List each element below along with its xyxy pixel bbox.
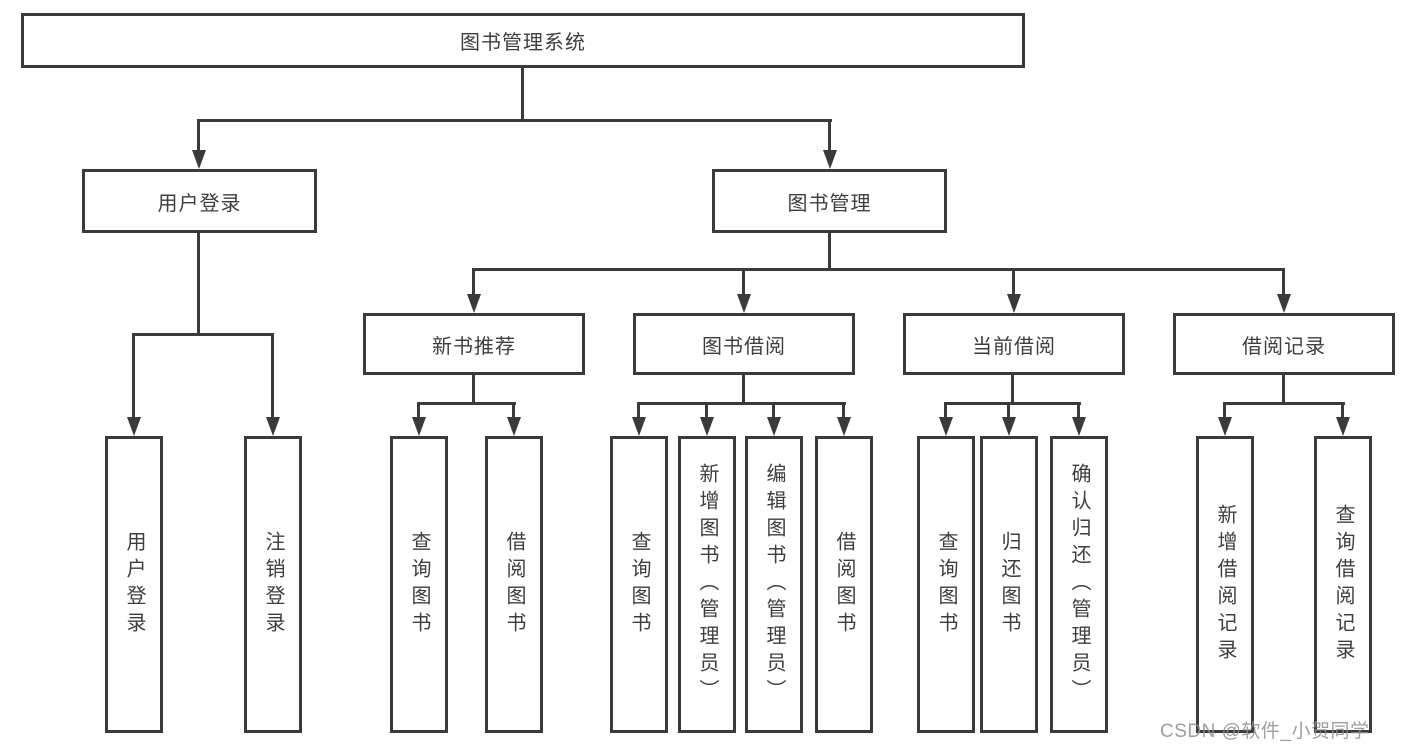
node-root-system: 图书管理系统 <box>21 13 1025 68</box>
connector-stem-nbr-1 <box>417 402 420 419</box>
leaf-cb-return-book-label: 归还图书 <box>998 530 1020 639</box>
leaf-bb-edit-book-admin-label: 编辑图书（管理员） <box>763 463 785 706</box>
leaf-nbr-query-book: 查询图书 <box>390 436 448 733</box>
node-new-book-recommend: 新书推荐 <box>363 313 585 375</box>
connector-root-drop <box>521 68 524 120</box>
connector-stem-user-login <box>197 119 200 154</box>
leaf-bb-query-book-label: 查询图书 <box>628 530 650 639</box>
node-book-borrow: 图书借阅 <box>633 313 855 375</box>
leaf-bb-borrow-book: 借阅图书 <box>815 436 873 733</box>
arrow-down-cb-2 <box>1002 417 1016 436</box>
leaf-cb-confirm-return-admin-label: 确认归还（管理员） <box>1068 463 1090 706</box>
connector-stem-borrow-record <box>1282 268 1285 296</box>
node-book-management-label: 图书管理 <box>787 192 872 215</box>
arrow-down-nbr-1 <box>412 417 426 436</box>
connector-book-management-drop <box>828 233 831 271</box>
connector-cb-drop <box>1011 375 1014 404</box>
arrow-down-leaf-login <box>127 417 141 436</box>
connector-user-login-bar <box>132 333 274 336</box>
arrow-down-borrow-record <box>1277 294 1291 313</box>
connector-stem-cb-3 <box>1077 402 1080 419</box>
node-book-borrow-label: 图书借阅 <box>702 335 786 358</box>
arrow-down-br-1 <box>1218 417 1232 436</box>
leaf-cb-query-book-label: 查询图书 <box>935 530 957 639</box>
node-user-login: 用户登录 <box>82 169 317 233</box>
leaf-nbr-borrow-book-label: 借阅图书 <box>503 530 525 639</box>
connector-stem-bb-4 <box>842 402 845 419</box>
connector-stem-nbr-2 <box>512 402 515 419</box>
connector-stem-br-1 <box>1223 402 1226 419</box>
leaf-br-add-record-label: 新增借阅记录 <box>1214 503 1236 666</box>
connector-stem-book-borrow <box>742 268 745 296</box>
connector-stem-leaf-login <box>132 333 135 419</box>
connector-stem-new-book <box>472 268 475 296</box>
arrow-down-cb-1 <box>939 417 953 436</box>
connector-stem-bb-1 <box>637 402 640 419</box>
leaf-br-query-record: 查询借阅记录 <box>1314 436 1372 733</box>
connector-stem-book-management <box>828 119 831 154</box>
arrow-down-user-login <box>192 150 206 169</box>
connector-bb-bar <box>637 402 846 405</box>
node-book-management: 图书管理 <box>712 169 947 233</box>
leaf-bb-add-book-admin: 新增图书（管理员） <box>678 436 736 733</box>
connector-stem-br-2 <box>1341 402 1344 419</box>
node-borrow-record-label: 借阅记录 <box>1242 335 1326 358</box>
arrow-down-bb-2 <box>700 417 714 436</box>
connector-stem-bb-3 <box>772 402 775 419</box>
leaf-cb-return-book: 归还图书 <box>980 436 1038 733</box>
leaf-user-login: 用户登录 <box>105 436 163 733</box>
arrow-down-bb-3 <box>767 417 781 436</box>
connector-stem-current-borrow <box>1012 268 1015 296</box>
connector-br-bar <box>1223 402 1345 405</box>
connector-nbr-drop <box>472 375 475 404</box>
leaf-br-add-record: 新增借阅记录 <box>1196 436 1254 733</box>
node-user-login-label: 用户登录 <box>157 192 242 215</box>
connector-bb-drop <box>742 375 745 404</box>
connector-stem-cb-2 <box>1007 402 1010 419</box>
connector-root-bar <box>197 119 832 122</box>
leaf-nbr-borrow-book: 借阅图书 <box>485 436 543 733</box>
leaf-logout-label: 注销登录 <box>262 530 284 639</box>
leaf-nbr-query-book-label: 查询图书 <box>408 530 430 639</box>
connector-cb-bar <box>944 402 1081 405</box>
arrow-down-bb-4 <box>837 417 851 436</box>
connector-user-login-drop <box>197 233 200 335</box>
connector-stem-bb-2 <box>705 402 708 419</box>
leaf-bb-query-book: 查询图书 <box>610 436 668 733</box>
arrow-down-nbr-2 <box>507 417 521 436</box>
connector-level3-bar <box>472 268 1285 271</box>
node-new-book-recommend-label: 新书推荐 <box>432 335 516 358</box>
leaf-cb-confirm-return-admin: 确认归还（管理员） <box>1050 436 1108 733</box>
leaf-bb-add-book-admin-label: 新增图书（管理员） <box>696 463 718 706</box>
arrow-down-br-2 <box>1336 417 1350 436</box>
arrow-down-current-borrow <box>1007 294 1021 313</box>
leaf-bb-edit-book-admin: 编辑图书（管理员） <box>745 436 803 733</box>
connector-stem-cb-1 <box>944 402 947 419</box>
arrow-down-cb-3 <box>1072 417 1086 436</box>
arrow-down-book-borrow <box>737 294 751 313</box>
connector-nbr-bar <box>417 402 516 405</box>
node-borrow-record: 借阅记录 <box>1173 313 1395 375</box>
node-root-label: 图书管理系统 <box>460 32 586 54</box>
node-current-borrow: 当前借阅 <box>903 313 1125 375</box>
node-current-borrow-label: 当前借阅 <box>972 335 1056 358</box>
leaf-br-query-record-label: 查询借阅记录 <box>1332 503 1354 666</box>
leaf-bb-borrow-book-label: 借阅图书 <box>833 530 855 639</box>
arrow-down-leaf-logout <box>266 417 280 436</box>
leaf-logout: 注销登录 <box>244 436 302 733</box>
leaf-user-login-label: 用户登录 <box>123 530 145 639</box>
arrow-down-bb-1 <box>632 417 646 436</box>
arrow-down-new-book <box>467 294 481 313</box>
csdn-watermark: CSDN @软件_小贺同学 <box>1160 721 1370 742</box>
arrow-down-book-management <box>823 150 837 169</box>
connector-br-drop <box>1282 375 1285 404</box>
connector-stem-leaf-logout <box>271 333 274 419</box>
leaf-cb-query-book: 查询图书 <box>917 436 975 733</box>
